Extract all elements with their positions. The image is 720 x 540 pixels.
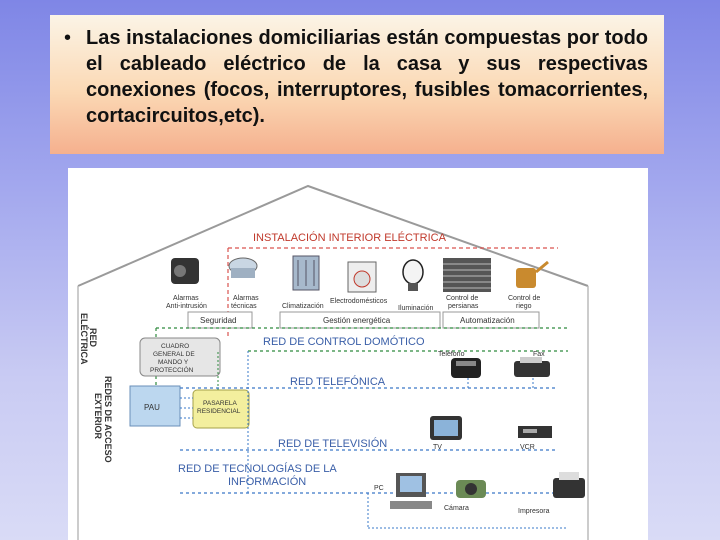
device-label: Alarmas bbox=[173, 295, 199, 302]
group-automatizacion-box bbox=[442, 311, 540, 329]
side-label-redes-acceso: REDES DE ACCESO bbox=[103, 376, 113, 463]
endpoint-pc-label: PC bbox=[374, 485, 384, 492]
network-domotico-label: RED DE CONTROL DOMÓTICO bbox=[263, 335, 425, 348]
device-alarm-technical-icon bbox=[228, 257, 258, 278]
cuadro-line: MANDO Y bbox=[158, 359, 189, 366]
group-gestion-label: Gestión energética bbox=[323, 316, 391, 325]
network-ti-label: RED DE TECNOLOGÍAS DE LA bbox=[178, 462, 337, 475]
device-label: Iluminación bbox=[398, 305, 434, 312]
svg-text:Electrodomésticos: Electrodomésticos bbox=[330, 298, 388, 305]
svg-text:PASARELA RESIDENCIAL: PASARELA RESIDENCIAL bbox=[197, 400, 241, 415]
pau-label: PAU bbox=[144, 403, 160, 412]
device-label: Climatización bbox=[282, 303, 324, 310]
side-label-red: RED bbox=[88, 328, 98, 348]
pasarela-line: RESIDENCIAL bbox=[197, 408, 241, 415]
device-label: técnicas bbox=[231, 303, 257, 310]
bullet-symbol: • bbox=[64, 27, 72, 49]
group-seguridad-label: Seguridad bbox=[200, 316, 236, 325]
svg-text:EXTERIOR: EXTERIOR bbox=[93, 393, 103, 440]
device-label: riego bbox=[516, 303, 532, 310]
endpoint-telefono-label: Teléfono bbox=[438, 351, 465, 358]
pc-icon bbox=[390, 473, 432, 509]
svg-text:Control de riego: Control de riego bbox=[508, 295, 542, 310]
svg-text:RED: RED bbox=[88, 328, 98, 348]
svg-text:Alarmas Anti-intrusión: Alarmas Anti-intrusión bbox=[166, 295, 207, 310]
endpoint-camara-label: Cámara bbox=[444, 505, 469, 512]
svg-text:RED DE TECNOLOGÍAS DE LA I: RED DE TECNOLOGÍAS DE LA INFORMACIÓN bbox=[178, 462, 339, 488]
svg-text:CUADRO GENERAL DE MAND: CUADRO GENERAL DE MANDO Y PROTECCIÓN bbox=[150, 343, 196, 374]
svg-text:REDES DE ACCESO: REDES DE ACCESO bbox=[103, 376, 113, 463]
device-label: Electrodomésticos bbox=[330, 298, 388, 305]
camera-icon bbox=[456, 480, 486, 498]
device-appliance-icon bbox=[347, 261, 377, 293]
side-label-electrica: ELÉCTRICA bbox=[79, 313, 89, 365]
device-alarm-intrusion-icon bbox=[171, 258, 199, 284]
device-watering-icon bbox=[516, 260, 549, 288]
device-climatization-icon bbox=[292, 255, 320, 291]
endpoint-tv-label: TV bbox=[433, 444, 442, 451]
endpoint-vcr-label: VCR bbox=[520, 444, 535, 451]
device-lightbulb-icon bbox=[402, 259, 424, 291]
device-label: Alarmas bbox=[233, 295, 259, 302]
svg-text:Control de persianas: Control de persianas bbox=[446, 295, 480, 310]
cuadro-line: CUADRO bbox=[161, 343, 189, 350]
svg-text:Iluminación: Iluminación bbox=[398, 305, 434, 312]
cuadro-line: GENERAL DE bbox=[153, 351, 195, 358]
telephone-icon bbox=[451, 358, 481, 378]
device-blinds-icon bbox=[443, 258, 491, 292]
text-box: • Las instalaciones domiciliarias están … bbox=[50, 15, 664, 154]
printer-icon bbox=[553, 472, 585, 498]
network-ti-label: INFORMACIÓN bbox=[228, 475, 306, 488]
device-label: persianas bbox=[448, 303, 479, 310]
side-label-exterior: EXTERIOR bbox=[93, 393, 103, 440]
fax-icon bbox=[514, 357, 550, 377]
endpoint-fax-label: Fax bbox=[533, 351, 545, 358]
bullet-text: Las instalaciones domiciliarias están co… bbox=[86, 27, 648, 127]
device-label: Control de bbox=[446, 295, 478, 302]
group-seguridad-box bbox=[187, 311, 253, 329]
endpoint-impresora-label: Impresora bbox=[518, 508, 550, 515]
network-telefonica-label: RED TELEFÓNICA bbox=[290, 375, 386, 388]
bullet-item: • Las instalaciones domiciliarias están … bbox=[64, 25, 648, 129]
device-label: Control de bbox=[508, 295, 540, 302]
svg-text:Climatización: Climatización bbox=[282, 303, 324, 310]
home-installation-diagram: INSTALACIÓN INTERIOR ELÉCTRICA Alarmas bbox=[68, 168, 648, 540]
pasarela-box bbox=[192, 389, 250, 429]
device-label: Anti-intrusión bbox=[166, 303, 207, 310]
network-television-label: RED DE TELEVISIÓN bbox=[278, 437, 387, 450]
cuadro-general-box bbox=[139, 337, 221, 377]
diagram-title: INSTALACIÓN INTERIOR ELÉCTRICA bbox=[253, 231, 447, 244]
pau-box bbox=[129, 385, 181, 427]
svg-text:Alarmas técnicas: Alarmas técnicas bbox=[231, 295, 261, 310]
pasarela-line: PASARELA bbox=[203, 400, 238, 407]
group-automatizacion-label: Automatización bbox=[460, 316, 515, 325]
svg-text:ELÉCTRICA: ELÉCTRICA bbox=[79, 313, 89, 365]
cuadro-line: PROTECCIÓN bbox=[150, 365, 194, 374]
vcr-icon bbox=[518, 426, 552, 438]
house-roof bbox=[77, 184, 589, 287]
tv-icon bbox=[430, 416, 462, 440]
